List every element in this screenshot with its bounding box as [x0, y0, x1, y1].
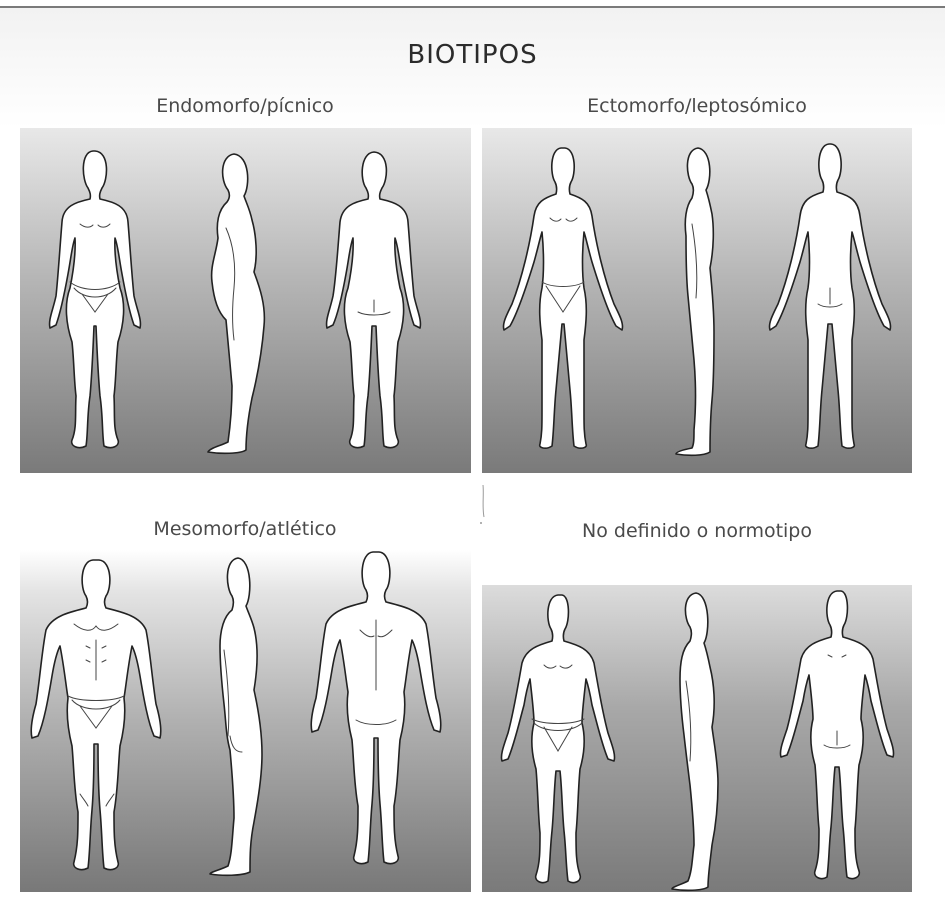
- panel-mesomorfo: [20, 550, 471, 892]
- stray-pencil-mark: [478, 483, 488, 529]
- panel-normotipo: [482, 585, 912, 892]
- panel-endomorfo: [20, 128, 471, 473]
- page-title: BIOTIPOS: [0, 40, 945, 70]
- caption-mesomorfo: Mesomorfo/atlético: [20, 518, 470, 540]
- caption-ectomorfo: Ectomorfo/leptosómico: [482, 95, 912, 117]
- panel-ectomorfo: [482, 128, 912, 473]
- caption-normotipo: No definido o normotipo: [482, 520, 912, 542]
- caption-endomorfo: Endomorfo/pícnico: [20, 95, 470, 117]
